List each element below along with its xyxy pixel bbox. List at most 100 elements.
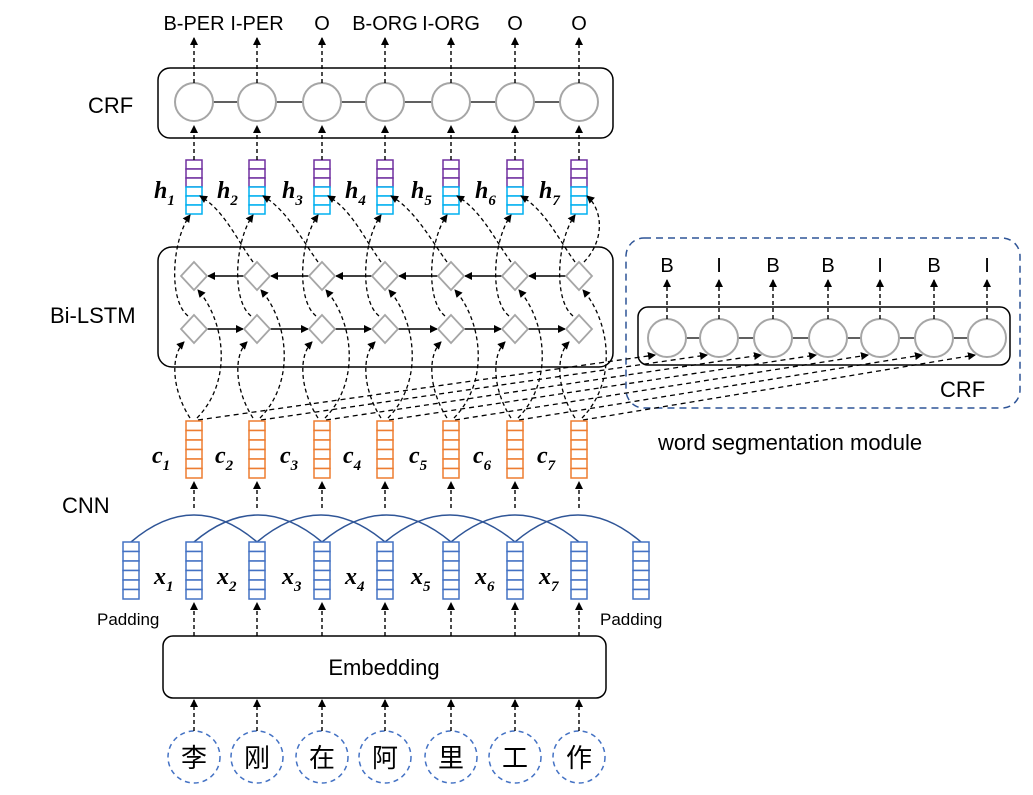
input-vector-5 — [442, 541, 460, 600]
hidden-cell-top — [570, 168, 588, 179]
char-subscript: 5 — [420, 458, 428, 474]
curve-backward-to-h-7 — [583, 195, 601, 263]
input-cell — [570, 588, 588, 600]
input-label-1: x1 — [153, 564, 174, 595]
input-cell — [506, 588, 524, 600]
char-vector-7 — [570, 420, 588, 479]
cnn-arc-5 — [384, 514, 516, 543]
char-label-5: c5 — [409, 443, 428, 474]
input-label-3: x3 — [281, 564, 302, 595]
input-characters: 李刚在阿里工作 — [167, 730, 606, 784]
char-cell — [442, 429, 460, 441]
input-vector-3 — [313, 541, 331, 600]
input-cell — [570, 541, 588, 553]
curve-c-to-backward-5 — [453, 289, 479, 419]
input-label-2: x2 — [216, 564, 237, 595]
input-subscript: 2 — [228, 579, 237, 595]
hidden-cell-bottom — [185, 186, 203, 197]
char-cell — [376, 439, 394, 451]
character-3: 在 — [309, 744, 335, 774]
lstm-connections — [206, 272, 567, 333]
char-to-seg-dashed-lines — [197, 352, 976, 421]
curve-c-to-backward-3 — [324, 289, 350, 419]
input-cell — [376, 541, 394, 553]
character-1: 李 — [181, 744, 207, 774]
input-cell — [632, 560, 650, 572]
hidden-to-crf-arrows — [190, 125, 583, 160]
lstm-forward-node-6 — [500, 313, 530, 345]
cnn-arc-4 — [321, 514, 452, 543]
input-vector-2 — [248, 541, 266, 600]
hidden-cell-top — [442, 168, 460, 179]
char-subscript: 1 — [163, 458, 171, 474]
hidden-cell-bottom — [185, 204, 203, 215]
output-tag-5: I-ORG — [422, 13, 480, 35]
character-4: 阿 — [372, 744, 398, 774]
input-cell — [122, 541, 140, 553]
curve-c-to-forward-6 — [495, 341, 512, 419]
output-tag-6: O — [507, 13, 523, 35]
char-subscript: 6 — [484, 458, 492, 474]
hidden-cell-bottom — [506, 186, 524, 197]
input-subscript: 3 — [293, 579, 302, 595]
crf-nodes — [174, 82, 599, 122]
char-cell — [376, 420, 394, 432]
input-cell — [313, 550, 331, 562]
hidden-cell-bottom — [442, 204, 460, 215]
crf-node-4 — [365, 82, 405, 122]
output-tag-7: O — [571, 13, 587, 35]
embedding-label: Embedding — [328, 655, 439, 680]
hidden-cell-top — [248, 177, 266, 188]
char-cell — [248, 467, 266, 479]
lstm-forward-node-2 — [242, 313, 272, 345]
hidden-label-4: h4 — [345, 178, 366, 209]
input-cell — [632, 550, 650, 562]
hidden-subscript: 1 — [167, 193, 175, 209]
input-cell — [376, 579, 394, 591]
curve-c-to-forward-7 — [559, 341, 576, 419]
char-label-7: c7 — [537, 443, 556, 474]
input-vector-6 — [506, 541, 524, 600]
hidden-cell-top — [442, 177, 460, 188]
curve-forward-to-h-2 — [237, 214, 254, 317]
input-cell — [570, 560, 588, 572]
input-cell — [570, 569, 588, 581]
seg-dash-line-1 — [197, 352, 656, 421]
input-vector-4 — [376, 541, 394, 600]
hidden-subscript: 7 — [552, 193, 560, 209]
char-cell — [506, 439, 524, 451]
hidden-cell-bottom — [313, 204, 331, 215]
input-cell — [248, 569, 266, 581]
curve-c-to-forward-3 — [302, 341, 319, 419]
output-arrows — [190, 37, 583, 83]
padding-vector-right — [632, 541, 650, 600]
hidden-cell-top — [313, 168, 331, 179]
cnn-arc-2 — [193, 514, 323, 543]
hidden-cell-top — [185, 159, 203, 170]
input-cell — [506, 579, 524, 591]
input-cell — [313, 560, 331, 572]
input-cell — [185, 560, 203, 572]
hidden-cell-bottom — [313, 186, 331, 197]
hidden-vector-2 — [248, 159, 266, 215]
seg-tag-3: B — [766, 255, 779, 277]
hidden-cell-bottom — [248, 195, 266, 206]
curve-backward-to-h-6 — [520, 195, 576, 263]
lstm-nodes — [179, 260, 594, 345]
hidden-cell-bottom — [570, 186, 588, 197]
input-cell — [248, 541, 266, 553]
input-cell — [506, 569, 524, 581]
hidden-vector-7 — [570, 159, 588, 215]
lstm-backward-node-5 — [436, 260, 466, 292]
curve-forward-to-h-4 — [365, 214, 382, 317]
seg-node-2 — [699, 318, 739, 358]
input-subscript: 5 — [423, 579, 431, 595]
char-cell — [185, 420, 203, 432]
hidden-cell-top — [313, 177, 331, 188]
char-cell — [570, 467, 588, 479]
char-cell — [570, 439, 588, 451]
char-vectors — [185, 420, 588, 479]
hidden-cell-top — [248, 159, 266, 170]
char-cell — [442, 420, 460, 432]
